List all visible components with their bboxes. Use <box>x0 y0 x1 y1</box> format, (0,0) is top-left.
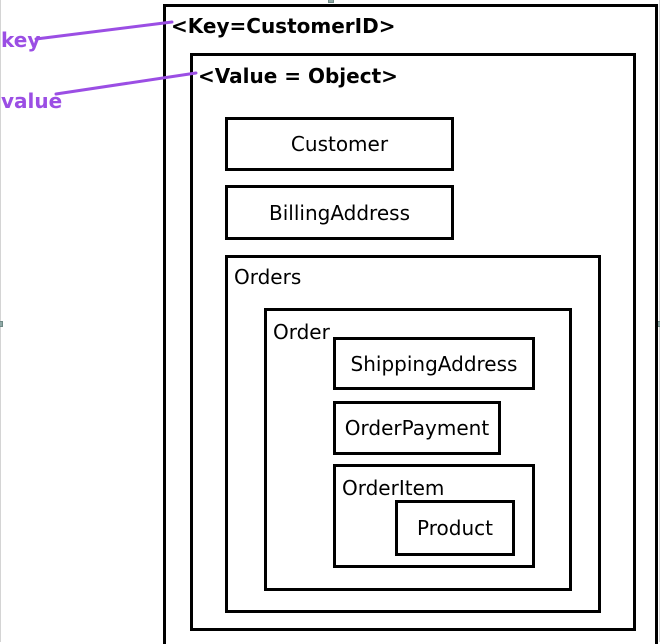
selection-handle-left[interactable] <box>0 321 3 327</box>
customer-box[interactable]: Customer <box>225 117 454 171</box>
order-item-label: OrderItem <box>342 476 445 500</box>
order-label: Order <box>273 320 330 344</box>
order-payment-box[interactable]: OrderPayment <box>333 401 501 455</box>
customer-label: Customer <box>290 132 389 156</box>
orders-label: Orders <box>234 265 302 289</box>
key-annotation-label: key <box>1 28 41 52</box>
billing-address-box[interactable]: BillingAddress <box>225 185 454 240</box>
value-heading: <Value = Object> <box>198 64 398 88</box>
order-payment-label: OrderPayment <box>344 416 490 440</box>
canvas-background <box>0 0 164 642</box>
value-annotation-label: value <box>1 89 63 113</box>
shipping-address-label: ShippingAddress <box>350 351 518 376</box>
key-heading: <Key=CustomerID> <box>171 14 396 38</box>
billing-address-label: BillingAddress <box>269 200 410 225</box>
product-box[interactable]: Product <box>395 500 515 556</box>
selection-handle-top[interactable] <box>328 0 334 3</box>
shipping-address-box[interactable]: ShippingAddress <box>333 337 535 390</box>
product-label: Product <box>417 516 493 540</box>
